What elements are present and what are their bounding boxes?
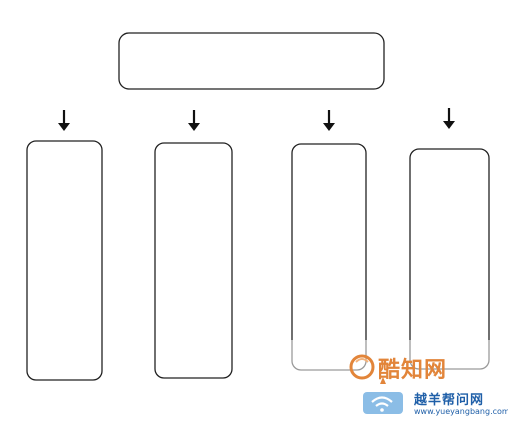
down-arrow <box>188 110 200 131</box>
child-box-2 <box>154 142 233 379</box>
down-arrow <box>443 108 455 129</box>
watermark-site-name: 越羊帮问网 <box>414 393 485 408</box>
swirl-logo-icon <box>349 354 375 380</box>
child-box-1 <box>26 140 103 381</box>
down-arrow <box>58 110 70 131</box>
watermark-url: www.yueyangbang.com <box>414 407 508 416</box>
down-arrow <box>323 110 335 131</box>
watermark-logo-text: 酷知网 <box>378 358 448 383</box>
top-box <box>118 32 385 90</box>
wifi-badge-icon <box>363 377 403 414</box>
